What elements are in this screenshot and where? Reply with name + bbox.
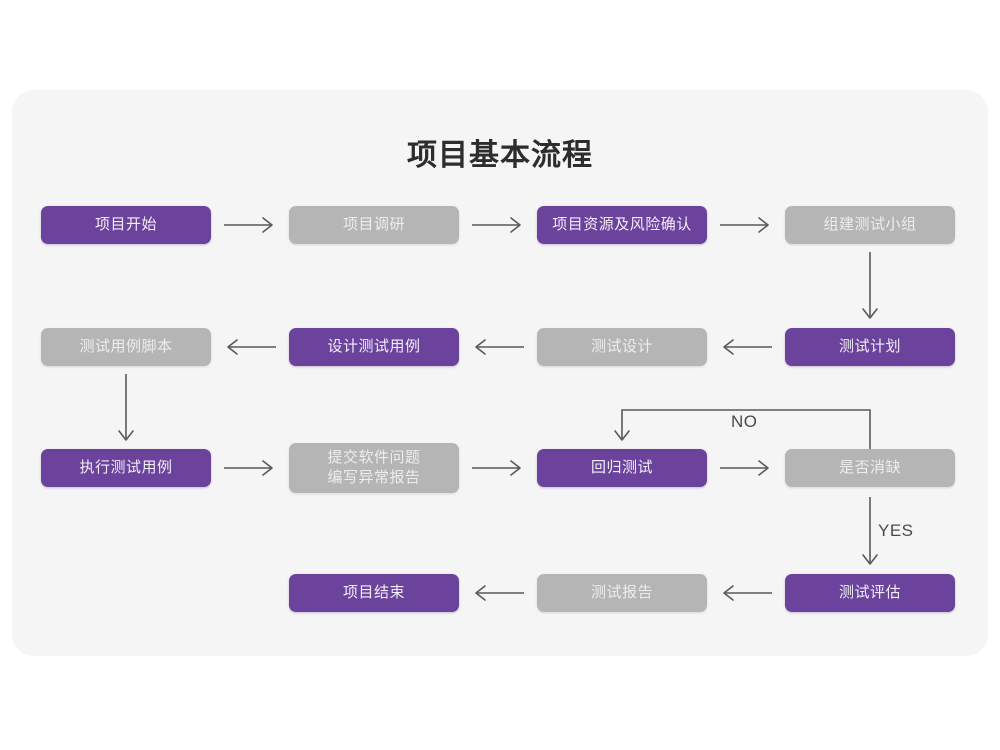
node-project-end[interactable]: 项目结束 [289, 574, 459, 612]
node-form-test-team[interactable]: 组建测试小组 [785, 206, 955, 244]
node-label: 提交软件问题 编写异常报告 [327, 448, 421, 486]
edge-label-no: NO [731, 412, 758, 431]
page-title: 项目基本流程 [407, 139, 593, 172]
node-test-report[interactable]: 测试报告 [537, 574, 707, 612]
node-label: 测试计划 [838, 337, 901, 355]
diagram-card [12, 90, 988, 656]
node-test-plan[interactable]: 测试计划 [785, 328, 955, 366]
node-execute-test-cases[interactable]: 执行测试用例 [41, 449, 211, 487]
node-test-case-script[interactable]: 测试用例脚本 [41, 328, 211, 366]
node-label: 设计测试用例 [327, 337, 421, 355]
node-design-test-cases[interactable]: 设计测试用例 [289, 328, 459, 366]
node-label: 项目调研 [342, 215, 405, 233]
node-defect-cleared-decision[interactable]: 是否消缺 [785, 449, 955, 487]
node-label: 回归测试 [590, 458, 653, 476]
edge-label-yes: YES [878, 521, 914, 540]
node-label: 组建测试小组 [823, 215, 917, 233]
node-label: 项目资源及风险确认 [552, 215, 692, 233]
node-project-research[interactable]: 项目调研 [289, 206, 459, 244]
node-regression-test[interactable]: 回归测试 [537, 449, 707, 487]
node-label: 执行测试用例 [79, 458, 173, 476]
node-project-start[interactable]: 项目开始 [41, 206, 211, 244]
node-label: 项目结束 [342, 583, 405, 601]
node-label: 项目开始 [94, 215, 157, 233]
node-test-design[interactable]: 测试设计 [537, 328, 707, 366]
node-label: 测试报告 [590, 583, 653, 601]
node-label: 测试设计 [590, 337, 653, 355]
node-label: 是否消缺 [838, 458, 901, 476]
node-label: 测试评估 [838, 583, 901, 601]
node-submit-issue-report[interactable]: 提交软件问题 编写异常报告 [289, 443, 459, 493]
node-resource-risk-confirm[interactable]: 项目资源及风险确认 [537, 206, 707, 244]
node-test-evaluation[interactable]: 测试评估 [785, 574, 955, 612]
node-label: 测试用例脚本 [79, 337, 173, 355]
